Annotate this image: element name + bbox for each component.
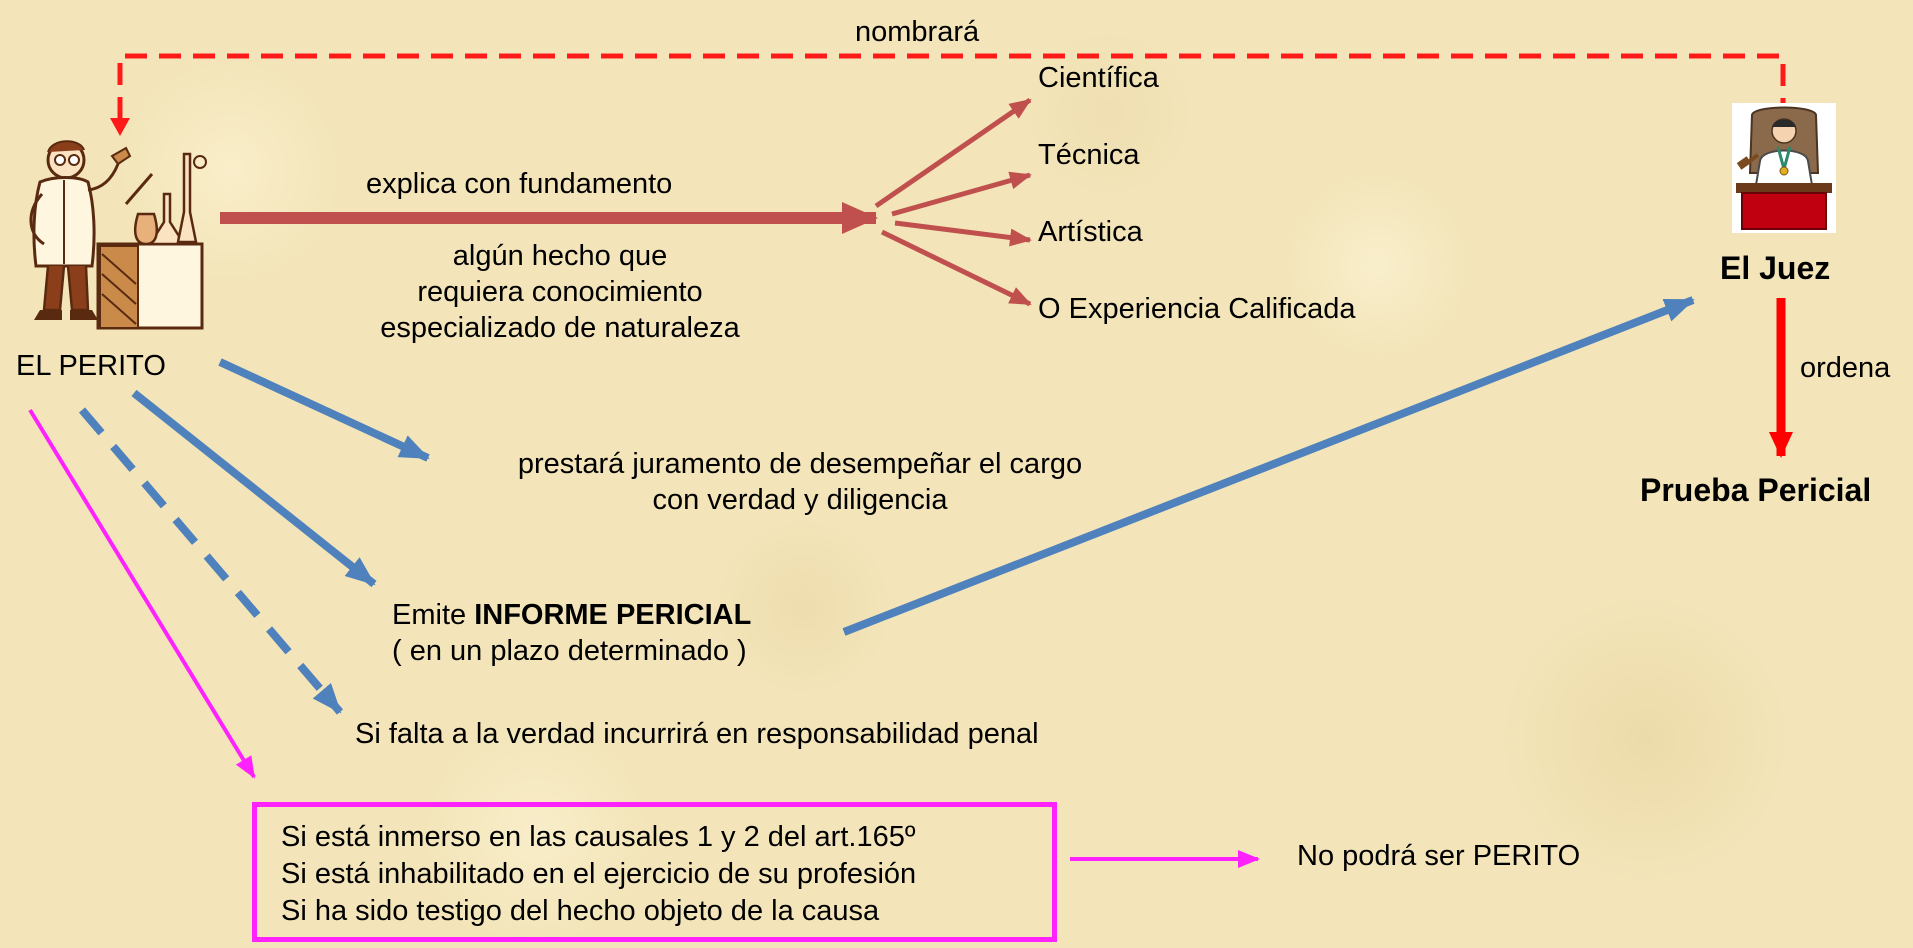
- branch-tecnica-label: Técnica: [1038, 139, 1140, 171]
- branch-cientifica-label: Científica: [1038, 62, 1159, 94]
- nombrara-arrowhead: [110, 118, 130, 136]
- informe-label: Emite INFORME PERICIAL ( en un plazo det…: [392, 597, 751, 669]
- branch-artistica-arrow: [894, 220, 1032, 247]
- condition-line-1: Si está inmerso en las causales 1 y 2 de…: [281, 821, 916, 853]
- falta-arrow: [78, 407, 344, 715]
- informe-line-2: ( en un plazo determinado ): [392, 635, 747, 667]
- informe-prefix: Emite: [392, 599, 475, 631]
- nombrara-label: nombrará: [855, 16, 980, 48]
- juramento-line-2: con verdad y diligencia: [652, 484, 948, 516]
- condition-line-3: Si ha sido testigo del hecho objeto de l…: [281, 895, 880, 927]
- judge-at-bench-icon: [1732, 103, 1836, 233]
- algun-hecho-label: algún hecho que requiera conocimiento es…: [330, 238, 790, 346]
- explica-label: explica con fundamento: [366, 168, 673, 200]
- falta-label: Si falta a la verdad incurrirá en respon…: [355, 718, 1039, 750]
- informe-line-1: Emite INFORME PERICIAL: [392, 597, 751, 633]
- algun-line-3: especializado de naturaleza: [380, 312, 740, 344]
- juez-label: El Juez: [1720, 250, 1831, 286]
- branch-cientifica-arrow: [874, 97, 1032, 209]
- branch-tecnica-arrow: [891, 171, 1032, 217]
- informe-to-juez-arrow: [842, 296, 1695, 636]
- informe-pericial-strong: INFORME PERICIAL: [474, 599, 752, 631]
- algun-line-2: requiera conocimiento: [417, 276, 703, 308]
- ordena-label: ordena: [1800, 352, 1891, 384]
- branch-experiencia-label: O Experiencia Calificada: [1038, 293, 1356, 325]
- nombrara-connector: [117, 53, 1786, 120]
- impedimentos-box: Si está inmerso en las causales 1 y 2 de…: [252, 802, 1057, 942]
- juramento-line-1: prestará juramento de desempeñar el carg…: [517, 448, 1083, 480]
- no-podra-label: No podrá ser PERITO: [1297, 840, 1581, 872]
- prueba-pericial-label: Prueba Pericial: [1640, 472, 1872, 508]
- branch-artistica-label: Artística: [1038, 216, 1143, 248]
- scientist-illustration-icon: [29, 140, 207, 330]
- branch-experiencia-arrow: [880, 229, 1032, 307]
- impedimentos-arrow: [28, 408, 256, 779]
- algun-line-1: algún hecho que: [452, 240, 668, 272]
- perito-label: EL PERITO: [16, 350, 166, 382]
- informe-arrow: [131, 389, 377, 588]
- juramento-label: prestará juramento de desempeñar el carg…: [470, 446, 1130, 518]
- juramento-arrow: [218, 358, 430, 462]
- condition-line-2: Si está inhabilitado en el ejercicio de …: [281, 858, 917, 890]
